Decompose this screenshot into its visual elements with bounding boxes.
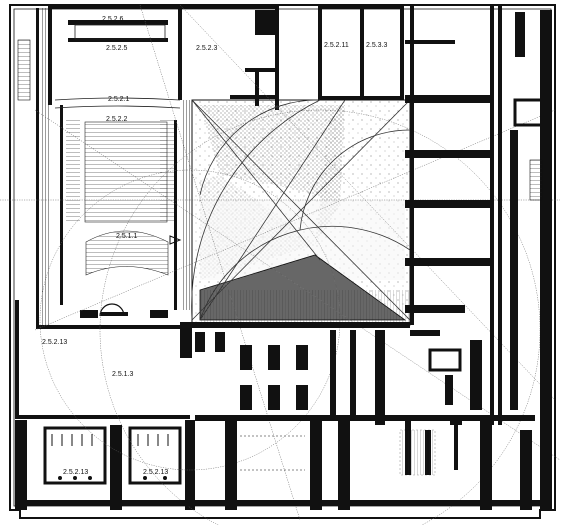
- room-label-2513: 2.5.1.3: [112, 371, 134, 378]
- room-label-25213-east: 2.5.2.13: [143, 469, 168, 476]
- room-label-2533: 2.5.3.3: [366, 42, 388, 49]
- washroom-blocks: [15, 420, 195, 510]
- south-rooms: [20, 322, 550, 510]
- seating-block: [66, 118, 182, 276]
- room-label-2523: 2.5.2.3: [196, 45, 218, 52]
- room-label-25211: 2.5.2.11: [324, 42, 349, 49]
- east-wing: [405, 5, 552, 510]
- room-label-2522: 2.5.2.2: [106, 116, 128, 123]
- room-labels: 2.5.2.6 2.5.2.5 2.5.2.3 2.5.2.11 2.5.3.3…: [42, 16, 388, 476]
- room-label-2521: 2.5.2.1: [108, 96, 130, 103]
- east-stair: [17, 39, 543, 201]
- foyer-walls: [15, 300, 190, 419]
- room-label-25213-north: 2.5.2.13: [42, 339, 67, 346]
- south-arcade-dashes: [240, 429, 436, 476]
- room-label-2526: 2.5.2.6: [102, 16, 124, 23]
- stage-area: [54, 24, 181, 109]
- west-wall-strip: [36, 8, 191, 328]
- room-label-2525: 2.5.2.5: [106, 45, 128, 52]
- room-label-25213-west: 2.5.2.13: [63, 469, 88, 476]
- room-label-2511: 2.5.1.1: [116, 233, 138, 240]
- north-rooms: [48, 5, 404, 110]
